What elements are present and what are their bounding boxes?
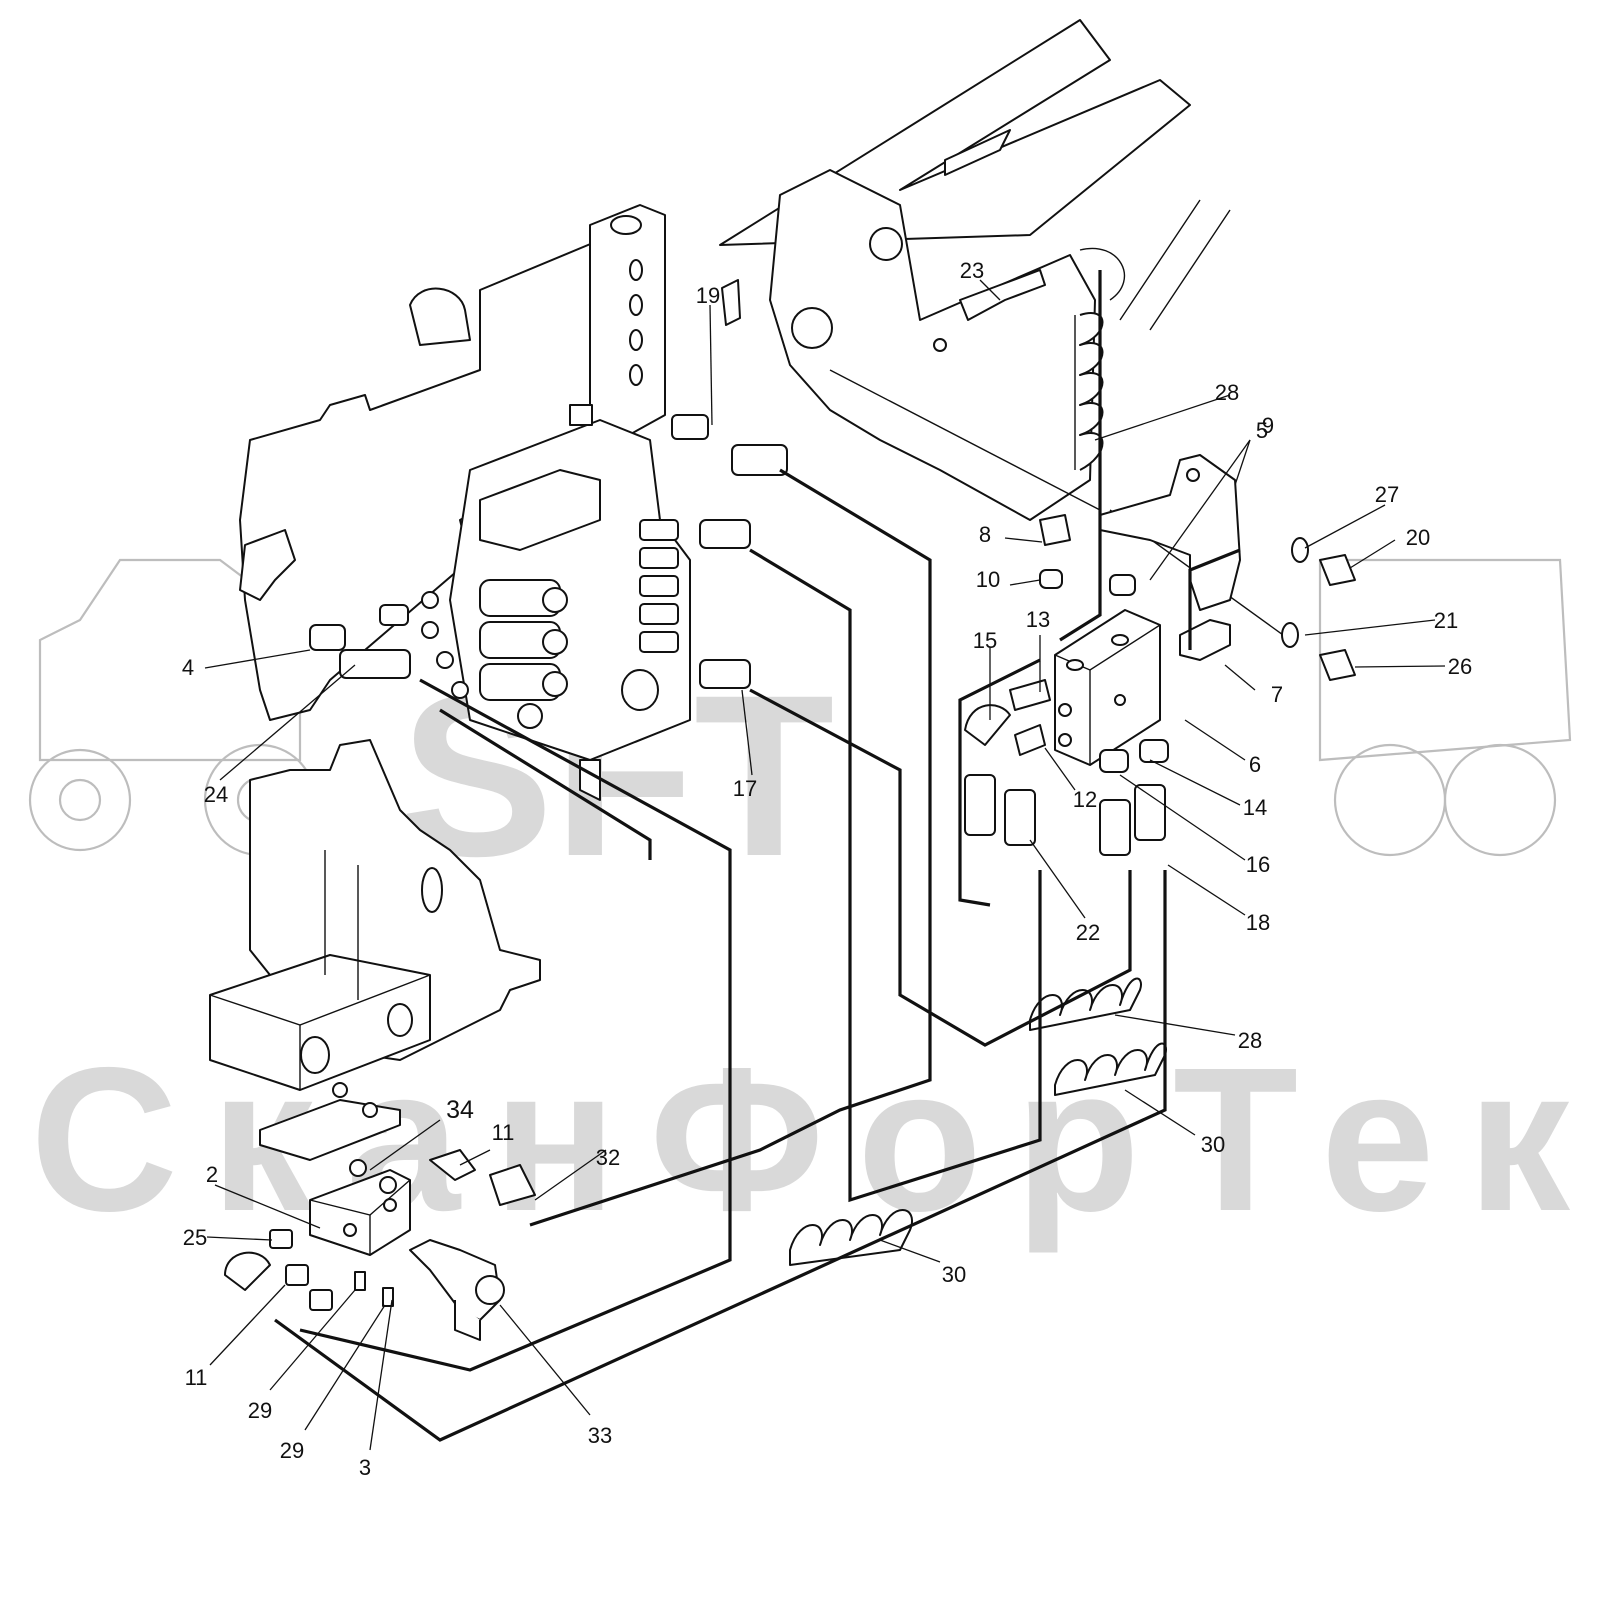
callout-23: 23 — [960, 258, 984, 283]
solenoid-valve-33 — [409, 1239, 505, 1341]
right-small-parts — [964, 514, 1356, 773]
callout-14: 14 — [1243, 795, 1267, 820]
spiral-guard-28-lower — [1029, 977, 1142, 1031]
callout-25: 25 — [183, 1225, 207, 1250]
callout-33: 33 — [588, 1423, 612, 1448]
callout-6: 6 — [1249, 752, 1261, 777]
callout-34: 34 — [446, 1096, 474, 1124]
valve-spool-caps — [639, 519, 679, 653]
loader-boom-arm — [719, 19, 1291, 641]
hydraulic-hoses — [274, 270, 1241, 1442]
spiral-guard-30-lower — [789, 1209, 913, 1266]
callout-10: 10 — [976, 567, 1000, 592]
callout-8: 8 — [979, 522, 991, 547]
callout-22: 22 — [1076, 920, 1100, 945]
spiral-guard-30-right — [1054, 1042, 1167, 1096]
callout-29-upper: 29 — [248, 1398, 272, 1423]
callout-3: 3 — [359, 1455, 371, 1480]
valve-side-ports — [421, 591, 469, 699]
spiral-guard-upper — [1074, 312, 1104, 471]
callout-12: 12 — [1073, 787, 1097, 812]
gasket-plate — [259, 1082, 401, 1161]
callout-4: 4 — [182, 655, 194, 680]
callout-30-lower: 30 — [942, 1262, 966, 1287]
main-manifold-block — [209, 850, 431, 1091]
callout-11-lower: 11 — [185, 1365, 208, 1390]
callout-11-upper: 11 — [492, 1120, 515, 1145]
lower-fittings — [224, 1149, 536, 1311]
callout-24: 24 — [204, 782, 228, 807]
mounting-bracket-5 — [1099, 454, 1241, 611]
hose-fitting-23 — [959, 269, 1046, 321]
callout-26: 26 — [1448, 654, 1472, 679]
callout-28-upper: 28 — [1215, 380, 1239, 405]
distribution-block — [1054, 609, 1161, 766]
callout-17: 17 — [733, 776, 757, 801]
valve-inlet-fittings — [239, 414, 788, 689]
control-valve-block — [421, 404, 691, 801]
callout-15: 15 — [973, 628, 997, 653]
watermark-tractor-outline-right — [1318, 558, 1572, 857]
callout-32: 32 — [596, 1145, 620, 1170]
valve-solenoids — [479, 579, 568, 729]
callout-13: 13 — [1026, 607, 1050, 632]
callout-9: 9 — [1262, 413, 1274, 438]
callout-7: 7 — [1271, 682, 1283, 707]
callout-16: 16 — [1246, 852, 1270, 877]
callout-18: 18 — [1246, 910, 1270, 935]
callout-19: 19 — [696, 283, 720, 308]
callout-labels: 2 3 4 5 6 7 8 9 10 11 11 12 13 14 15 16 … — [182, 258, 1472, 1480]
callout-20: 20 — [1406, 525, 1430, 550]
callout-29-lower: 29 — [280, 1438, 304, 1463]
callout-2: 2 — [206, 1162, 218, 1187]
callout-21: 21 — [1434, 608, 1458, 633]
right-hose-ends — [964, 774, 1166, 856]
callout-27: 27 — [1375, 482, 1399, 507]
callout-5: 5 — [1256, 418, 1268, 443]
leader-lines — [204, 279, 1446, 1451]
callout-28-lower: 28 — [1238, 1028, 1262, 1053]
callout-30-right: 30 — [1201, 1132, 1225, 1157]
